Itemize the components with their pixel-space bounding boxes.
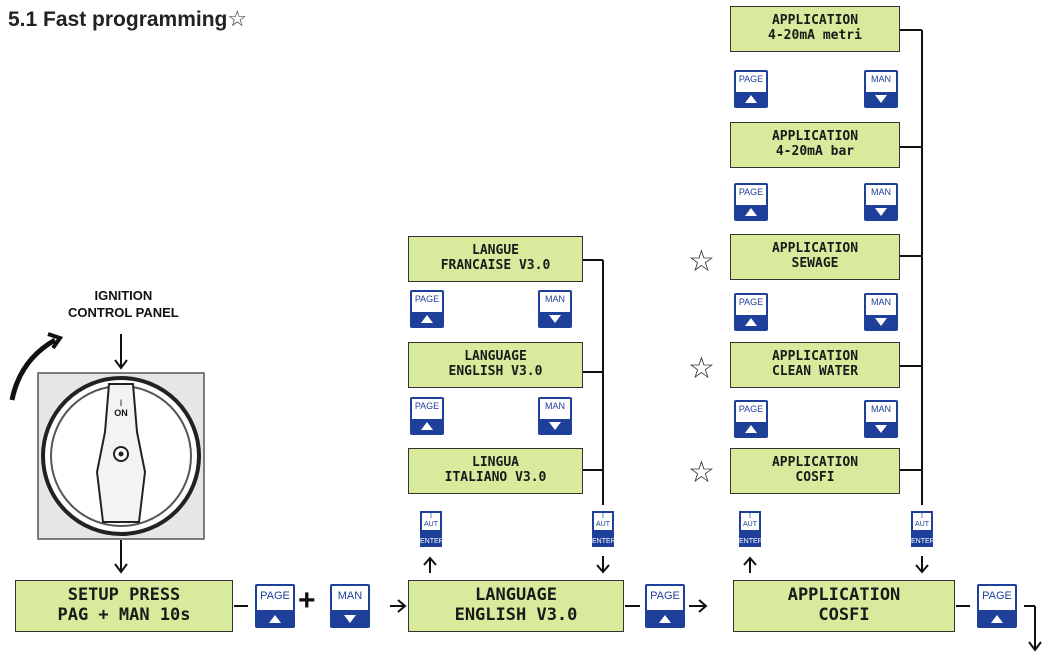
- man-button[interactable]: MAN: [864, 70, 898, 108]
- man-button[interactable]: MAN: [864, 293, 898, 331]
- man-button[interactable]: MAN: [538, 290, 572, 328]
- man-button[interactable]: MAN: [330, 584, 370, 628]
- switch-label-i: I: [120, 398, 123, 408]
- ignition-switch[interactable]: I ON: [37, 372, 205, 540]
- star-icon: ☆: [227, 6, 248, 31]
- page-button[interactable]: PAGE: [410, 397, 444, 435]
- star-icon: ☆: [688, 352, 715, 385]
- page-button[interactable]: PAGE: [734, 183, 768, 221]
- page-button[interactable]: PAGE: [734, 70, 768, 108]
- man-button[interactable]: MAN: [864, 400, 898, 438]
- plus-sign: +: [298, 584, 316, 617]
- switch-label-on: ON: [114, 408, 128, 418]
- man-button[interactable]: MAN: [538, 397, 572, 435]
- man-button[interactable]: MAN: [864, 183, 898, 221]
- page-button[interactable]: PAGE: [255, 584, 295, 628]
- page-button[interactable]: PAGE: [734, 400, 768, 438]
- page-button[interactable]: PAGE: [645, 584, 685, 628]
- page-button[interactable]: PAGE: [977, 584, 1017, 628]
- star-icon: ☆: [688, 456, 715, 489]
- page-button[interactable]: PAGE: [734, 293, 768, 331]
- page-title: 5.1 Fast programming☆: [8, 6, 248, 32]
- page-button[interactable]: PAGE: [410, 290, 444, 328]
- star-icon: ☆: [688, 245, 715, 278]
